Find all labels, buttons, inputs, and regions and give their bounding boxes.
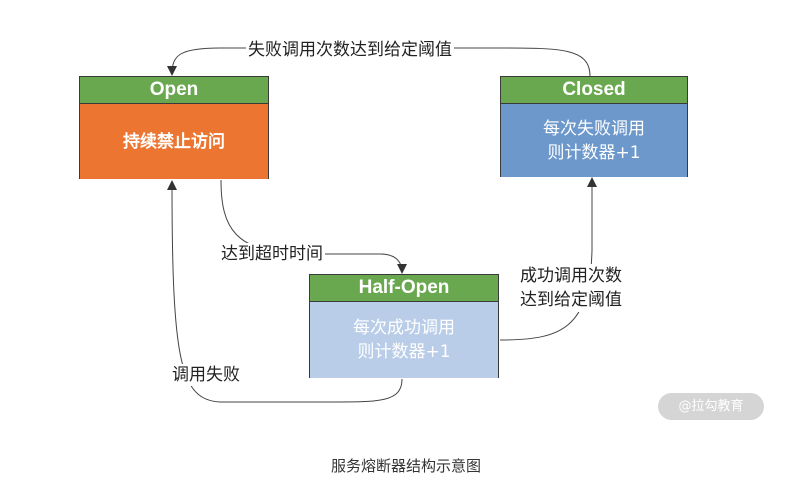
label-half-open-to-closed: 成功调用次数 达到给定阈值 (520, 264, 622, 312)
arrow-closed-to-open (167, 47, 591, 77)
state-closed-line: 则计数器+1 (547, 142, 641, 163)
label-half-open-to-closed-line: 成功调用次数 (520, 266, 622, 286)
label-half-open-to-open: 调用失败 (170, 364, 242, 386)
state-half-open-body: 每次成功调用 则计数器+1 (310, 302, 498, 378)
arrow-half-open-to-open (167, 180, 403, 403)
state-half-open-line: 每次成功调用 (353, 318, 455, 338)
state-closed-title: Closed (501, 77, 687, 104)
state-half-open: Half-Open 每次成功调用 则计数器+1 (309, 274, 499, 378)
state-closed-body: 每次失败调用 则计数器+1 (501, 104, 687, 177)
label-open-to-half-open: 达到超时时间 (219, 243, 325, 265)
state-half-open-title: Half-Open (310, 275, 498, 302)
state-open-line: 持续禁止访问 (123, 131, 225, 152)
state-open-body: 持续禁止访问 (80, 104, 268, 179)
label-half-open-to-closed-line: 达到给定阈值 (520, 290, 622, 310)
state-closed: Closed 每次失败调用 则计数器+1 (500, 76, 688, 177)
arrow-half-open-to-closed (499, 177, 597, 341)
watermark: @拉勾教育 (658, 393, 764, 420)
figure-caption: 服务熔断器结构示意图 (330, 457, 481, 475)
label-closed-to-open: 失败调用次数达到给定阈值 (246, 39, 454, 61)
state-closed-line: 每次失败调用 (543, 118, 645, 139)
state-open: Open 持续禁止访问 (79, 76, 269, 179)
state-open-title: Open (80, 77, 268, 104)
state-half-open-line: 则计数器+1 (357, 342, 451, 362)
